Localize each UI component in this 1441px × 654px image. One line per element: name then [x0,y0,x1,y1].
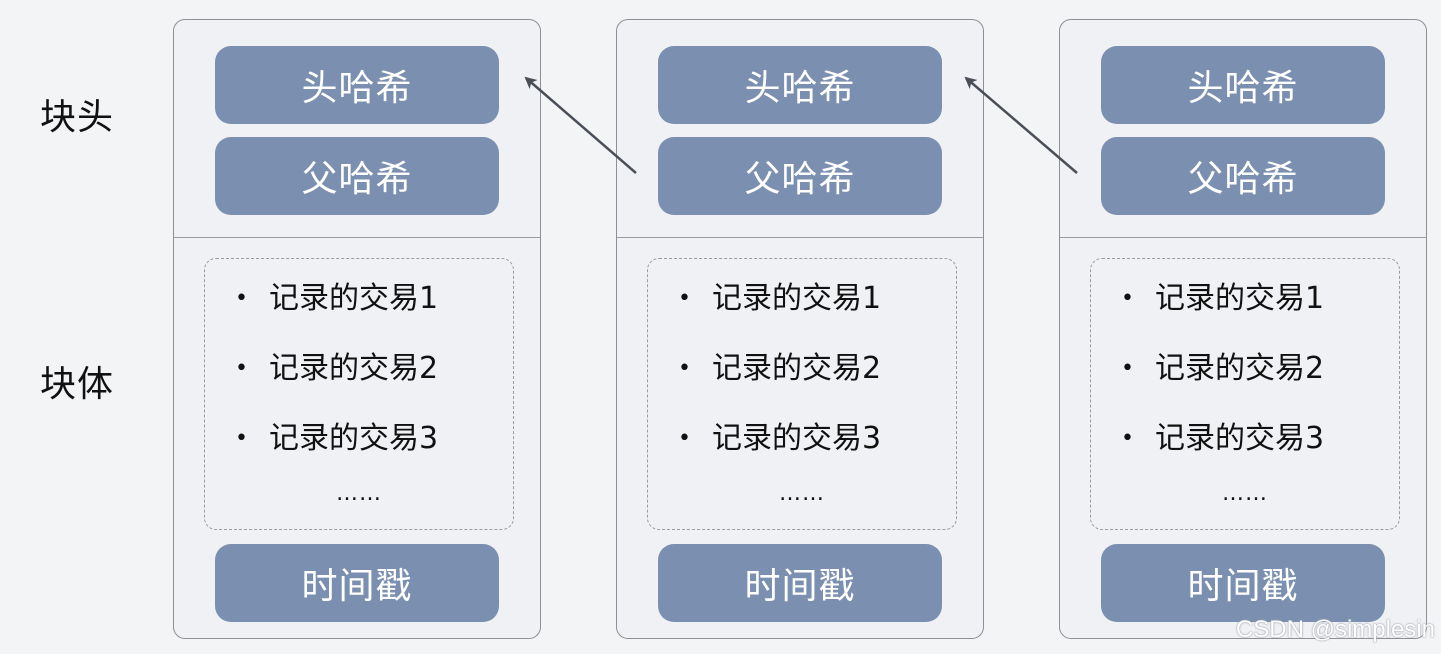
timestamp: 时间戳 [658,544,942,622]
transaction-label: 记录的交易3 [269,421,439,456]
watermark-text: CSDN @simplesin [1235,616,1435,643]
transaction-label: 记录的交易2 [712,351,882,386]
transaction-list: • 记录的交易1 • 记录的交易2 • 记录的交易3 [1121,279,1324,489]
transaction-label: 记录的交易1 [1155,281,1325,316]
transaction-label: 记录的交易2 [269,351,439,386]
section-label-body: 块体 [40,364,115,405]
head-hash: 头哈希 [1101,46,1385,124]
transaction-item: • 记录的交易3 [1121,419,1324,489]
transaction-item: • 记录的交易1 [1121,279,1324,349]
transaction-box: • 记录的交易1 • 记录的交易2 • 记录的交易3 …… [204,258,514,530]
transaction-item: • 记录的交易2 [235,349,438,419]
transaction-item: • 记录的交易2 [1121,349,1324,419]
transaction-ellipsis: …… [779,481,825,506]
transaction-box: • 记录的交易1 • 记录的交易2 • 记录的交易3 …… [1090,258,1400,530]
head-hash: 头哈希 [215,46,499,124]
bullet-icon: • [678,286,691,311]
bullet-icon: • [678,426,691,451]
timestamp: 时间戳 [1101,544,1385,622]
transaction-item: • 记录的交易1 [235,279,438,349]
transaction-label: 记录的交易2 [1155,351,1325,386]
bullet-icon: • [1121,356,1134,381]
section-label-header: 块头 [40,97,115,138]
transaction-item: • 记录的交易2 [678,349,881,419]
header-body-divider [174,237,540,238]
parent-hash: 父哈希 [1101,137,1385,215]
block-1: 头哈希 父哈希 • 记录的交易1 • 记录的交易2 • 记录的交易3 …… 时间戳 [173,19,541,639]
transaction-label: 记录的交易1 [269,281,439,316]
parent-hash: 父哈希 [215,137,499,215]
bullet-icon: • [678,356,691,381]
transaction-item: • 记录的交易3 [235,419,438,489]
transaction-label: 记录的交易3 [1155,421,1325,456]
timestamp: 时间戳 [215,544,499,622]
bullet-icon: • [235,286,248,311]
bullet-icon: • [1121,286,1134,311]
transaction-box: • 记录的交易1 • 记录的交易2 • 记录的交易3 …… [647,258,957,530]
header-body-divider [1060,237,1426,238]
header-body-divider [617,237,983,238]
block-2: 头哈希 父哈希 • 记录的交易1 • 记录的交易2 • 记录的交易3 …… 时间戳 [616,19,984,639]
parent-hash: 父哈希 [658,137,942,215]
transaction-label: 记录的交易1 [712,281,882,316]
transaction-ellipsis: …… [336,481,382,506]
bullet-icon: • [235,356,248,381]
head-hash: 头哈希 [658,46,942,124]
transaction-label: 记录的交易3 [712,421,882,456]
transaction-list: • 记录的交易1 • 记录的交易2 • 记录的交易3 [235,279,438,489]
bullet-icon: • [1121,426,1134,451]
block-3: 头哈希 父哈希 • 记录的交易1 • 记录的交易2 • 记录的交易3 …… 时间戳 [1059,19,1427,639]
bullet-icon: • [235,426,248,451]
transaction-list: • 记录的交易1 • 记录的交易2 • 记录的交易3 [678,279,881,489]
transaction-ellipsis: …… [1222,481,1268,506]
transaction-item: • 记录的交易1 [678,279,881,349]
transaction-item: • 记录的交易3 [678,419,881,489]
